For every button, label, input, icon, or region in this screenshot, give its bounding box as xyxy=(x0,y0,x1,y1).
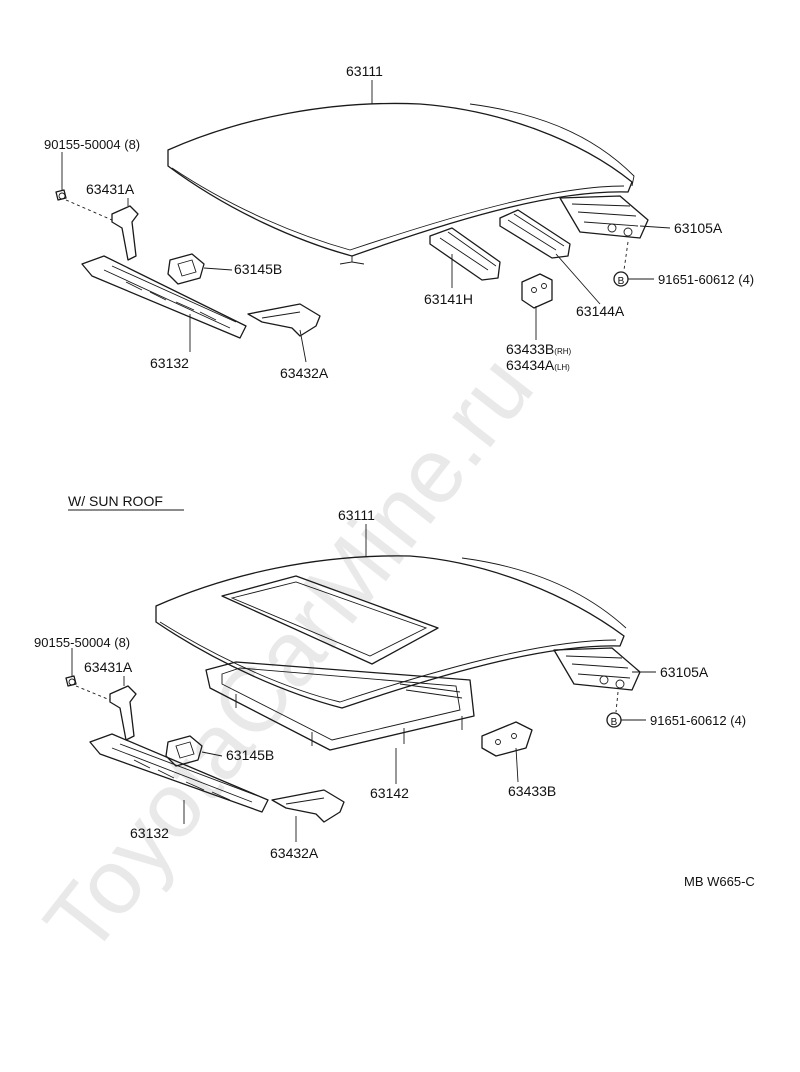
label-rear-header-top: 63105A xyxy=(674,220,723,236)
label-side-bracket-top: 63432A xyxy=(280,365,329,381)
bolt-b-sunroof-dashline xyxy=(615,691,619,713)
label-bolt-qty-top: 90155-50004 (8) xyxy=(44,137,140,152)
label-sunroof-frame: 63142 xyxy=(370,785,409,801)
sunroof-opening xyxy=(221,575,439,665)
bottom-assembly: B 63111 90155-50004 (8) 63431A 63145B 63… xyxy=(34,507,746,861)
label-pad-top: 63145B xyxy=(234,261,282,277)
label-pad-sunroof: 63145B xyxy=(226,747,274,763)
reinforcement-bracket-sunroof xyxy=(481,721,533,757)
roof-rail-top xyxy=(499,209,571,259)
bolt-b-top-dashline xyxy=(623,241,629,271)
sunroof-frame xyxy=(205,661,475,751)
top-assembly: B 63111 90155-50004 (8) 63431A 63145B 63… xyxy=(44,63,754,381)
label-bolt-qty-sunroof: 90155-50004 (8) xyxy=(34,635,130,650)
label-reinf-sunroof: 63433B xyxy=(508,783,556,799)
bolt-sunroof-dashline xyxy=(75,685,111,701)
label-rear-header-sunroof: 63105A xyxy=(660,664,709,680)
label-front-header-top: 63132 xyxy=(150,355,189,371)
reference-code: MB W665-C xyxy=(684,874,755,889)
pad-sunroof xyxy=(165,735,203,767)
bolt-b-symbol-sunroof: B xyxy=(611,717,618,728)
label-bolt-b-sunroof: 91651-60612 (4) xyxy=(650,713,746,728)
label-roof-panel-top: 63111 xyxy=(346,63,383,79)
section-title-sunroof: W/ SUN ROOF xyxy=(68,493,163,509)
watermark: ToyotaCarMine.ru xyxy=(25,337,552,972)
label-side-bracket-sunroof: 63432A xyxy=(270,845,319,861)
reinforcement-bracket-top xyxy=(521,273,553,309)
bolt-sunroof xyxy=(65,675,77,687)
label-front-bracket-top: 63431A xyxy=(86,181,135,197)
bolt-b-sunroof: B xyxy=(606,712,622,728)
label-reinf-lh-top: 63434A(LH) xyxy=(506,357,570,373)
side-bracket-top xyxy=(247,303,321,337)
bolt-b-symbol-top: B xyxy=(618,276,625,287)
roof-bow-top xyxy=(429,227,501,281)
label-reinf-rh-top: 63433B(RH) xyxy=(506,341,572,357)
rear-header-top xyxy=(559,195,649,239)
front-header-top xyxy=(81,255,247,339)
bolt-b-top: B xyxy=(613,271,629,287)
roof-panel-sunroof xyxy=(155,555,627,709)
roof-panel-top xyxy=(167,102,635,265)
pad-top xyxy=(167,253,205,285)
bolt-top-dashline xyxy=(65,199,113,221)
label-front-bracket-sunroof: 63431A xyxy=(84,659,133,675)
label-bolt-b-top: 91651-60612 (4) xyxy=(658,272,754,287)
front-header-sunroof xyxy=(89,733,269,813)
bolt-top xyxy=(55,189,67,201)
label-roof-bow-top: 63141H xyxy=(424,291,473,307)
label-front-header-sunroof: 63132 xyxy=(130,825,169,841)
front-bracket-top xyxy=(111,205,139,261)
side-bracket-sunroof xyxy=(271,789,345,823)
label-roof-panel-sunroof: 63111 xyxy=(338,507,375,523)
rear-header-sunroof xyxy=(553,647,641,691)
front-bracket-sunroof xyxy=(109,685,137,741)
label-roof-rail-top: 63144A xyxy=(576,303,625,319)
